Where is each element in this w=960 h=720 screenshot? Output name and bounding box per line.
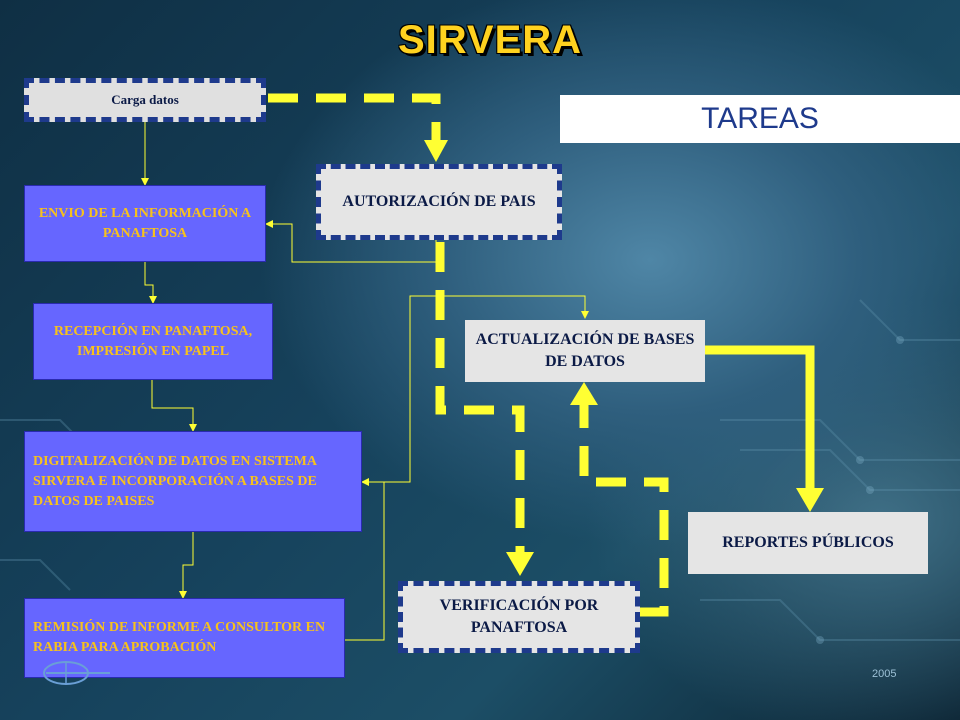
- node-recepcion-label: RECEPCIÓN EN PANAFTOSA, IMPRESIÓN EN PAP…: [53, 323, 253, 359]
- node-digitalizacion-label: DIGITALIZACIÓN DE DATOS EN SISTEMA SIRVE…: [33, 453, 317, 509]
- node-verificacion: VERIFICACIÓN POR PANAFTOSA: [398, 581, 640, 653]
- page-title: SIRVERA: [397, 18, 583, 62]
- node-envio: ENVIO DE LA INFORMACIÓN A PANAFTOSA: [24, 185, 266, 262]
- node-autorizacion-label: AUTORIZACIÓN DE PAIS: [342, 193, 536, 210]
- node-carga-datos-label: Carga datos: [111, 92, 179, 107]
- arrowhead-verificacion: [506, 552, 534, 576]
- node-reportes: REPORTES PÚBLICOS: [688, 512, 928, 574]
- dashed-autorizacion-verificacion: [435, 242, 525, 555]
- arrowhead-actualizacion: [570, 382, 598, 405]
- node-remision-label: REMISIÓN DE INFORME A CONSULTOR EN RABIA…: [33, 620, 326, 655]
- year-label: 2005: [872, 668, 897, 680]
- connector-envio-recepcion: [144, 262, 157, 304]
- node-actualizacion-label: ACTUALIZACIÓN DE BASES DE DATOS: [475, 331, 695, 370]
- node-recepcion: RECEPCIÓN EN PANAFTOSA, IMPRESIÓN EN PAP…: [33, 303, 273, 380]
- arrowhead-reportes: [796, 488, 824, 512]
- dashed-carga-autorizacion: [268, 93, 441, 145]
- connector-recepcion-digitalizacion: [151, 380, 197, 432]
- node-actualizacion: ACTUALIZACIÓN DE BASES DE DATOS: [465, 320, 705, 382]
- node-verificacion-label: VERIFICACIÓN POR PANAFTOSA: [439, 597, 599, 636]
- organization-logo-icon: [43, 661, 110, 685]
- connector-digitalizacion-remision: [179, 532, 194, 599]
- node-remision: REMISIÓN DE INFORME A CONSULTOR EN RABIA…: [24, 598, 345, 678]
- dashed-verificacion-actualizacion: [579, 405, 669, 617]
- tareas-label: TAREAS: [560, 95, 960, 143]
- node-envio-label: ENVIO DE LA INFORMACIÓN A PANAFTOSA: [38, 205, 252, 241]
- arrowhead-autorizacion: [424, 140, 448, 162]
- solid-actualizacion-reportes: [705, 345, 815, 490]
- node-carga-datos: Carga datos: [24, 78, 266, 122]
- node-autorizacion: AUTORIZACIÓN DE PAIS: [316, 164, 562, 240]
- node-reportes-label: REPORTES PÚBLICOS: [722, 534, 894, 551]
- node-digitalizacion: DIGITALIZACIÓN DE DATOS EN SISTEMA SIRVE…: [24, 431, 362, 532]
- connector-remision-actualizacion: [345, 295, 589, 641]
